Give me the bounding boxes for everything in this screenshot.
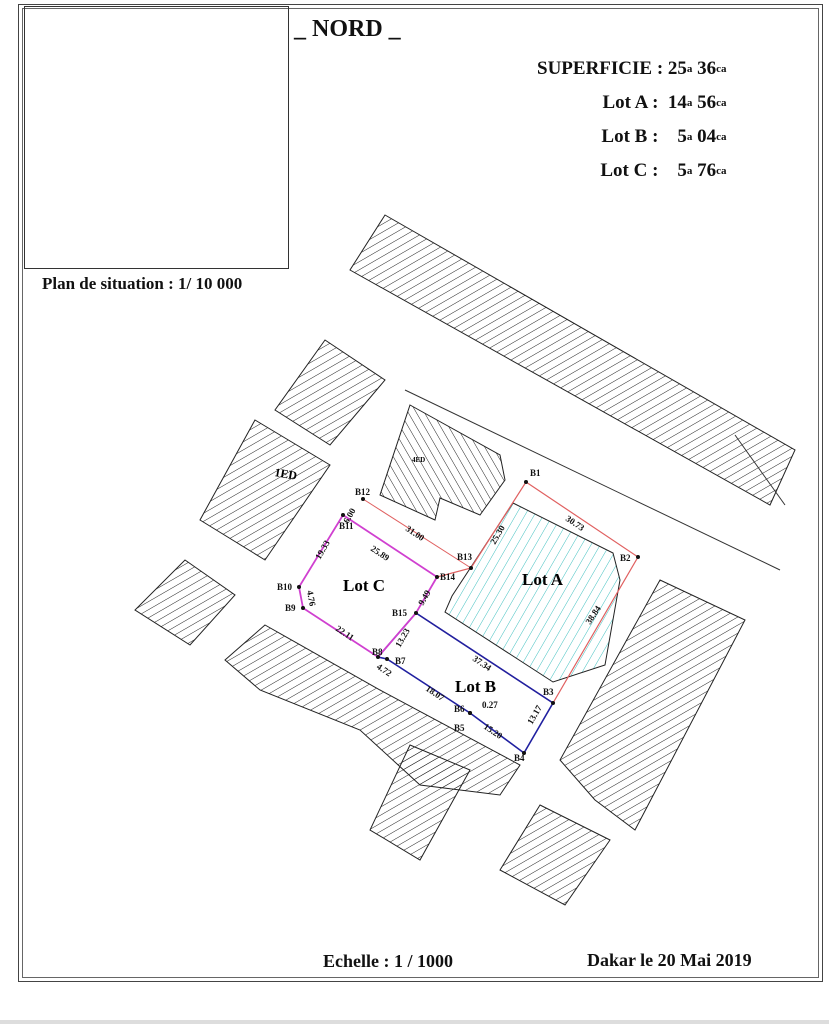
date-label: Dakar le 20 Mai 2019 xyxy=(587,950,752,970)
ares-unit: a xyxy=(686,165,693,177)
lot-centiares: 76 xyxy=(697,160,717,181)
centiares-unit: ca xyxy=(716,63,727,75)
area-centiares: 36 xyxy=(697,58,717,79)
outer-frame xyxy=(18,4,823,982)
boundary-point xyxy=(341,513,345,517)
ares-unit: a xyxy=(686,63,693,75)
boundary-point xyxy=(522,751,526,755)
distance-label: 0.27 xyxy=(482,700,498,710)
lot-a-north-boundary xyxy=(362,498,472,569)
boundary-point xyxy=(361,497,365,501)
boundary-point xyxy=(376,655,380,659)
boundary-point xyxy=(469,566,473,570)
boundary-point xyxy=(551,701,555,705)
lot-label: Lot B : xyxy=(601,126,659,147)
boundary-point xyxy=(385,657,389,661)
boundary-mark-label: B5 xyxy=(454,723,465,733)
distance-label: 9.49 xyxy=(416,588,433,607)
lot-label: Lot A : xyxy=(602,92,659,113)
boundary-point xyxy=(435,575,439,579)
centiares-unit: ca xyxy=(716,131,727,143)
boundary-mark-label: B10 xyxy=(277,582,293,592)
lot-label: Lot C : xyxy=(600,160,659,181)
distance-label: 37.34 xyxy=(471,653,494,673)
situation-plan-label: Plan de situation : 1/ 10 000 xyxy=(42,274,243,293)
boundary-point xyxy=(297,585,301,589)
lot-ares: 5 xyxy=(677,160,687,181)
area-label: SUPERFICIE : xyxy=(537,58,664,79)
boundary-mark-label: B14 xyxy=(440,572,456,582)
lot-centiares: 56 xyxy=(697,92,717,113)
distance-label: 18.07 xyxy=(424,683,447,703)
lot-centiares: 04 xyxy=(697,126,717,147)
boundary-mark-label: B9 xyxy=(285,603,296,613)
boundary-mark-label: B6 xyxy=(454,704,465,714)
lot-a-label: Lot A xyxy=(522,570,564,589)
ares-unit: a xyxy=(686,131,693,143)
distance-label: 31.00 xyxy=(404,523,427,543)
boundary-point xyxy=(636,555,640,559)
lot-labels: Lot A Lot B Lot C 1ED 4ED xyxy=(273,456,563,696)
boundary-point xyxy=(301,606,305,610)
lot-ares: 5 xyxy=(677,126,687,147)
distance-label: 15.20 xyxy=(482,721,505,741)
distance-label: 4.72 xyxy=(375,661,394,678)
centiares-unit: ca xyxy=(716,165,727,177)
boundary-mark-label: B8 xyxy=(372,647,383,657)
parcel-4ed: 4ED xyxy=(412,456,425,464)
boundary-mark-label: B2 xyxy=(620,553,631,563)
distance-label: 4.76 xyxy=(305,590,318,608)
north-label: _ NORD _ xyxy=(294,16,401,42)
boundary-mark-label: B1 xyxy=(530,468,541,478)
boundary-point xyxy=(524,480,528,484)
ares-unit: a xyxy=(686,97,693,109)
centiares-unit: ca xyxy=(716,97,727,109)
lot-a-footprint xyxy=(444,502,621,683)
neighbor-buildings xyxy=(134,214,796,906)
lot-b-label: Lot B xyxy=(455,677,496,696)
boundary-mark-label: B7 xyxy=(395,656,406,666)
lot-ares: 14 xyxy=(667,92,687,113)
inner-frame xyxy=(22,8,819,978)
distance-label: 25.89 xyxy=(369,543,392,563)
distance-label: 13.23 xyxy=(393,626,412,649)
boundary-point xyxy=(468,711,472,715)
situation-plan-box xyxy=(24,6,289,269)
scale-label: Echelle : 1 / 1000 xyxy=(323,951,453,971)
area-ares: 25 xyxy=(667,58,687,79)
lot-c-label: Lot C xyxy=(343,576,385,595)
boundary-mark-label: B4 xyxy=(514,753,525,763)
parcel-1ed: 1ED xyxy=(273,465,298,483)
bottom-bar xyxy=(0,1020,829,1024)
boundary-mark-label: B15 xyxy=(392,608,408,618)
boundary-mark-label: B11 xyxy=(339,521,354,531)
boundary-mark-label: B3 xyxy=(543,687,554,697)
boundary-point xyxy=(414,611,418,615)
boundary-mark-label: B12 xyxy=(355,487,371,497)
boundary-mark-label: B13 xyxy=(457,552,473,562)
distance-label: 19.33 xyxy=(313,538,332,561)
